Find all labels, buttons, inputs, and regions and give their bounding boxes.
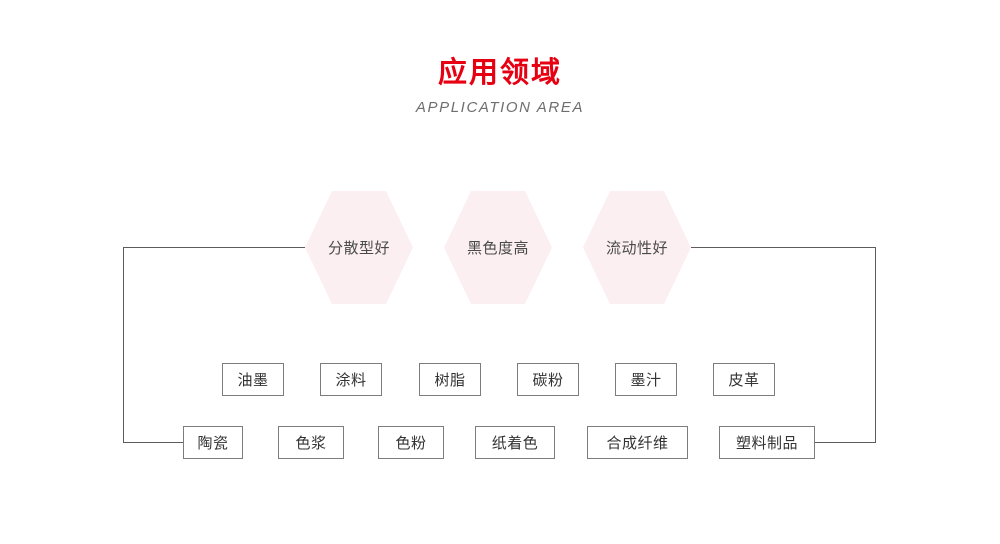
application-box-label: 色粉 [395, 435, 427, 452]
application-box-synthetic-fiber[interactable]: 合成纤维 [587, 426, 688, 459]
application-box-label: 涂料 [335, 372, 367, 389]
application-box-plastic-products[interactable]: 塑料制品 [719, 426, 815, 459]
application-box-label: 合成纤维 [606, 435, 669, 452]
application-box-leather[interactable]: 皮革 [713, 363, 775, 396]
application-box-coating[interactable]: 涂料 [320, 363, 382, 396]
application-box-label: 油墨 [237, 372, 269, 389]
feature-hexagon-label: 流动性好 [605, 240, 668, 257]
application-box-ceramic[interactable]: 陶瓷 [183, 426, 243, 459]
page-title: 应用领域 [437, 57, 562, 89]
application-box-label: 色浆 [295, 435, 327, 452]
application-box-label: 陶瓷 [197, 435, 229, 452]
application-box-label: 墨汁 [630, 372, 662, 389]
application-box-label: 树脂 [434, 372, 466, 389]
application-box-label: 塑料制品 [735, 435, 798, 452]
application-box-label: 碳粉 [532, 372, 564, 389]
header: 应用领域 APPLICATION AREA [0, 56, 1000, 117]
application-box-paper-coloring[interactable]: 纸着色 [475, 426, 555, 459]
feature-hexagon-label: 分散型好 [327, 240, 390, 257]
application-box-label: 纸着色 [491, 435, 539, 452]
application-box-colorpowder[interactable]: 色粉 [378, 426, 444, 459]
feature-hexagon-row: 分散型好 黑色度高 流动性好 [0, 191, 1000, 304]
feature-hexagon-label: 黑色度高 [466, 240, 529, 257]
application-box-label: 皮革 [728, 372, 760, 389]
application-box-colorpaste[interactable]: 色浆 [278, 426, 344, 459]
application-box-resin[interactable]: 树脂 [419, 363, 481, 396]
application-box-inkstick[interactable]: 墨汁 [615, 363, 677, 396]
application-box-toner[interactable]: 碳粉 [517, 363, 579, 396]
page-subtitle: APPLICATION AREA [415, 99, 585, 116]
application-box-ink[interactable]: 油墨 [222, 363, 284, 396]
